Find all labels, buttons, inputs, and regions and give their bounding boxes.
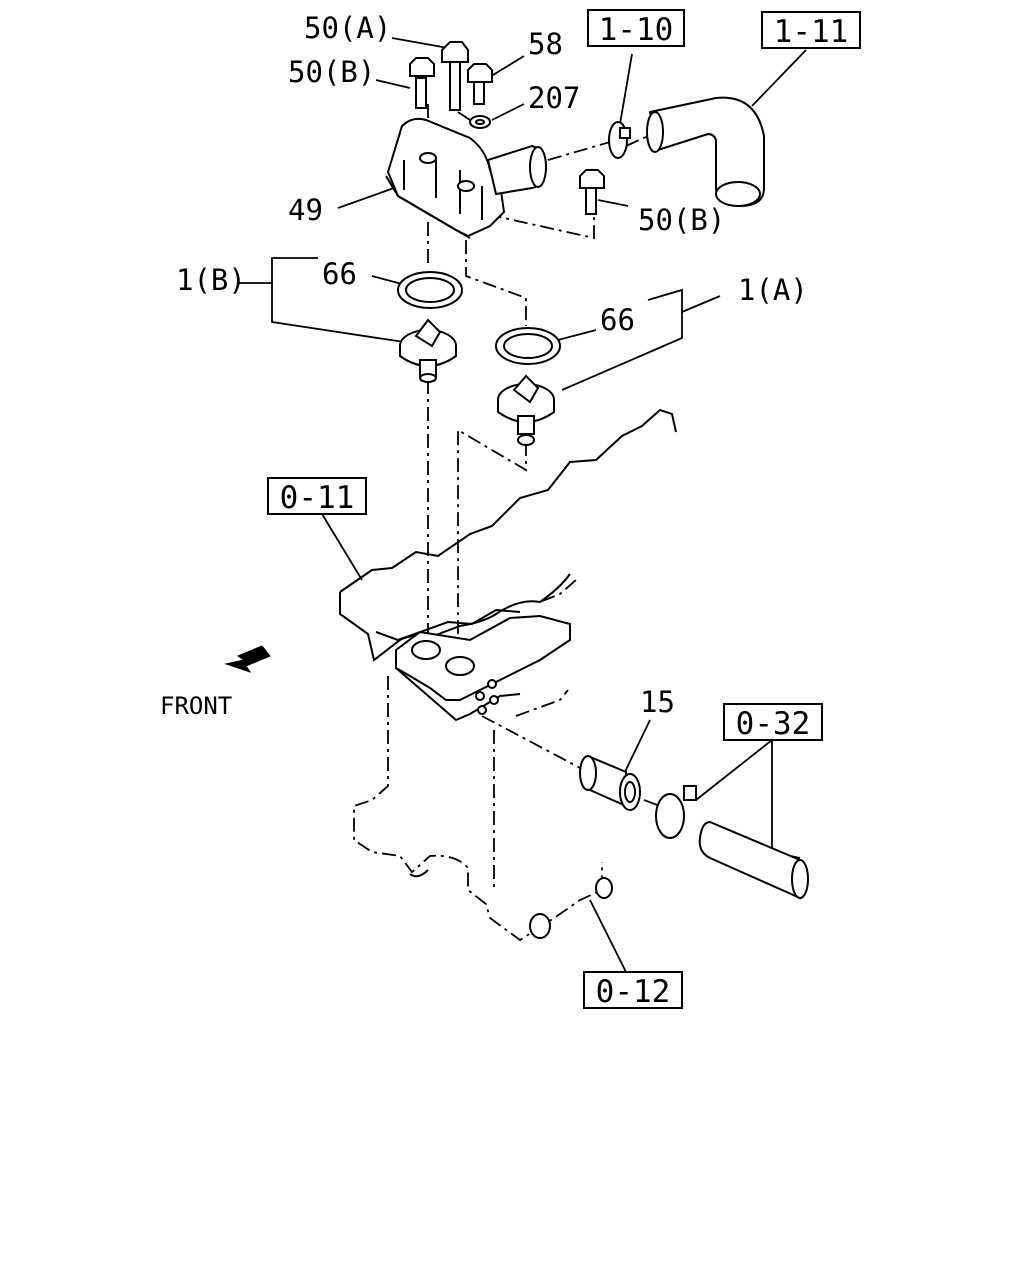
ref-1-10-text: 1-10: [599, 12, 674, 48]
part-labels: 50(A) 50(B) 58 207 49 50(B) 1(B) 66 66 1…: [160, 11, 808, 720]
engine-block: [353, 614, 613, 942]
bolt-58: [467, 63, 493, 105]
label-66-left: 66: [322, 257, 357, 291]
thermostat-1a: [497, 374, 555, 446]
ref-box-0-12[interactable]: 0-12: [583, 971, 683, 1010]
label-49: 49: [288, 193, 323, 227]
label-15: 15: [640, 685, 675, 719]
front-arrow-icon: [224, 645, 271, 673]
lower-hose: [698, 820, 809, 900]
thermostat-1b: [399, 318, 457, 383]
gasket-66-right: [495, 327, 561, 365]
water-pipe-15: [579, 754, 641, 811]
label-207: 207: [528, 81, 580, 115]
label-50b-right: 50(B): [638, 203, 725, 237]
washer-207: [469, 115, 491, 129]
label-50b-top: 50(B): [288, 55, 375, 89]
label-66-right: 66: [600, 303, 635, 337]
cylinder-head: [339, 408, 677, 662]
reference-boxes: 1-10 1-11 0-11 0-32 0-12: [267, 9, 861, 1010]
ref-0-12-text: 0-12: [596, 974, 671, 1010]
ref-box-1-10[interactable]: 1-10: [587, 9, 685, 48]
ref-1-11-text: 1-11: [774, 14, 849, 50]
label-front: FRONT: [160, 692, 232, 720]
clamp-top: [608, 121, 631, 159]
bolt-50b-top: [409, 57, 435, 109]
ref-0-32-text: 0-32: [736, 706, 811, 742]
bolt-50b-right: [579, 169, 605, 215]
label-1b: 1(B): [176, 263, 246, 297]
label-58: 58: [528, 27, 563, 61]
gasket-66-left: [397, 271, 463, 309]
ref-0-11-text: 0-11: [280, 480, 355, 516]
ref-box-0-32[interactable]: 0-32: [723, 703, 823, 742]
label-1a: 1(A): [738, 273, 808, 307]
ref-box-1-11[interactable]: 1-11: [761, 11, 861, 50]
hose-elbow: [646, 96, 765, 208]
bolt-50a: [441, 41, 469, 111]
ref-box-0-11[interactable]: 0-11: [267, 477, 367, 516]
label-50a-top: 50(A): [304, 11, 391, 45]
hose-clamp: [655, 785, 697, 839]
thermostat-housing: [385, 117, 548, 239]
